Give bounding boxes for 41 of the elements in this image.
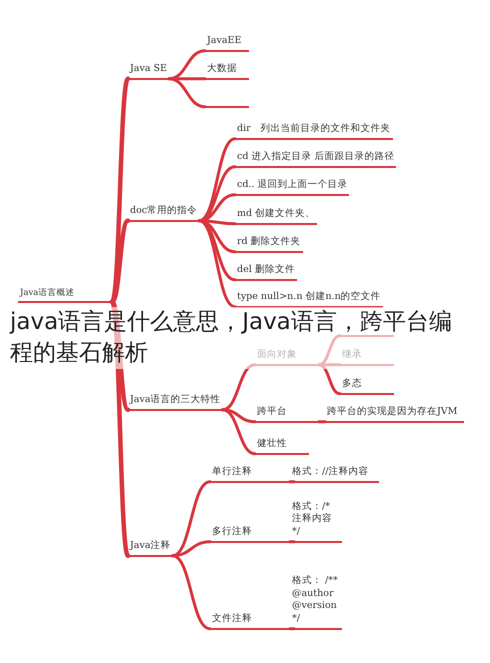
branch-connector	[171, 554, 212, 630]
branch-connector	[288, 540, 296, 544]
topic-label: Java注释	[128, 540, 173, 557]
topic-label: Java语言概述	[18, 288, 112, 303]
branch-connector	[198, 193, 236, 222]
topic-label: md 创建文件夹、	[235, 208, 318, 225]
branch-connector	[167, 77, 206, 108]
topic-label: 跨平台	[255, 406, 319, 423]
branch-connector	[318, 363, 342, 396]
topic-label: 大数据	[205, 63, 249, 80]
branch-connector	[318, 334, 342, 366]
branch-connector	[167, 49, 206, 80]
topic-label: Java SE	[128, 63, 169, 80]
branch-connector	[318, 420, 326, 424]
topic-label: cd.. 退回到上面一个目录	[235, 179, 350, 196]
branch-connector	[110, 218, 130, 304]
topic-label: 格式：//注释内容	[290, 466, 379, 483]
topic-label: Java语言的三大特性	[128, 394, 223, 411]
branch-connector	[288, 627, 296, 630]
topic-label: 格式：/* 注释内容 */	[290, 500, 342, 543]
topic-label: cd 进入指定目录 后面跟目录的路径	[235, 151, 396, 168]
topic-label: 跨平台的实现是因为存在JVM	[325, 406, 464, 423]
topic-label: 继承	[340, 349, 394, 366]
branch-connector	[198, 219, 236, 308]
topic-label: 多态	[340, 378, 394, 395]
topic-label: del 删除文件	[235, 264, 297, 281]
topic-label: type null>n.n 创建n.n的空文件	[235, 291, 383, 308]
topic-label: rd 删除文件夹	[235, 236, 303, 253]
topic-label: 文件注释	[210, 613, 294, 630]
topic-label: 面向对象	[255, 349, 319, 366]
topic-label: 格式： /** @author @version */	[290, 574, 342, 630]
topic-label: doc常用的指令	[128, 205, 200, 222]
topic-label: 健壮性	[255, 438, 309, 455]
topic-label: JavaEE	[205, 35, 249, 52]
topic-label: 多行注释	[210, 526, 294, 543]
branch-connector	[110, 300, 130, 558]
branch-connector	[288, 480, 296, 484]
branch-connector	[171, 540, 212, 558]
branch-connector	[221, 408, 256, 456]
topic-label: dir 列出当前目录的文件和文件夹	[235, 123, 393, 140]
branch-connector	[221, 363, 256, 412]
